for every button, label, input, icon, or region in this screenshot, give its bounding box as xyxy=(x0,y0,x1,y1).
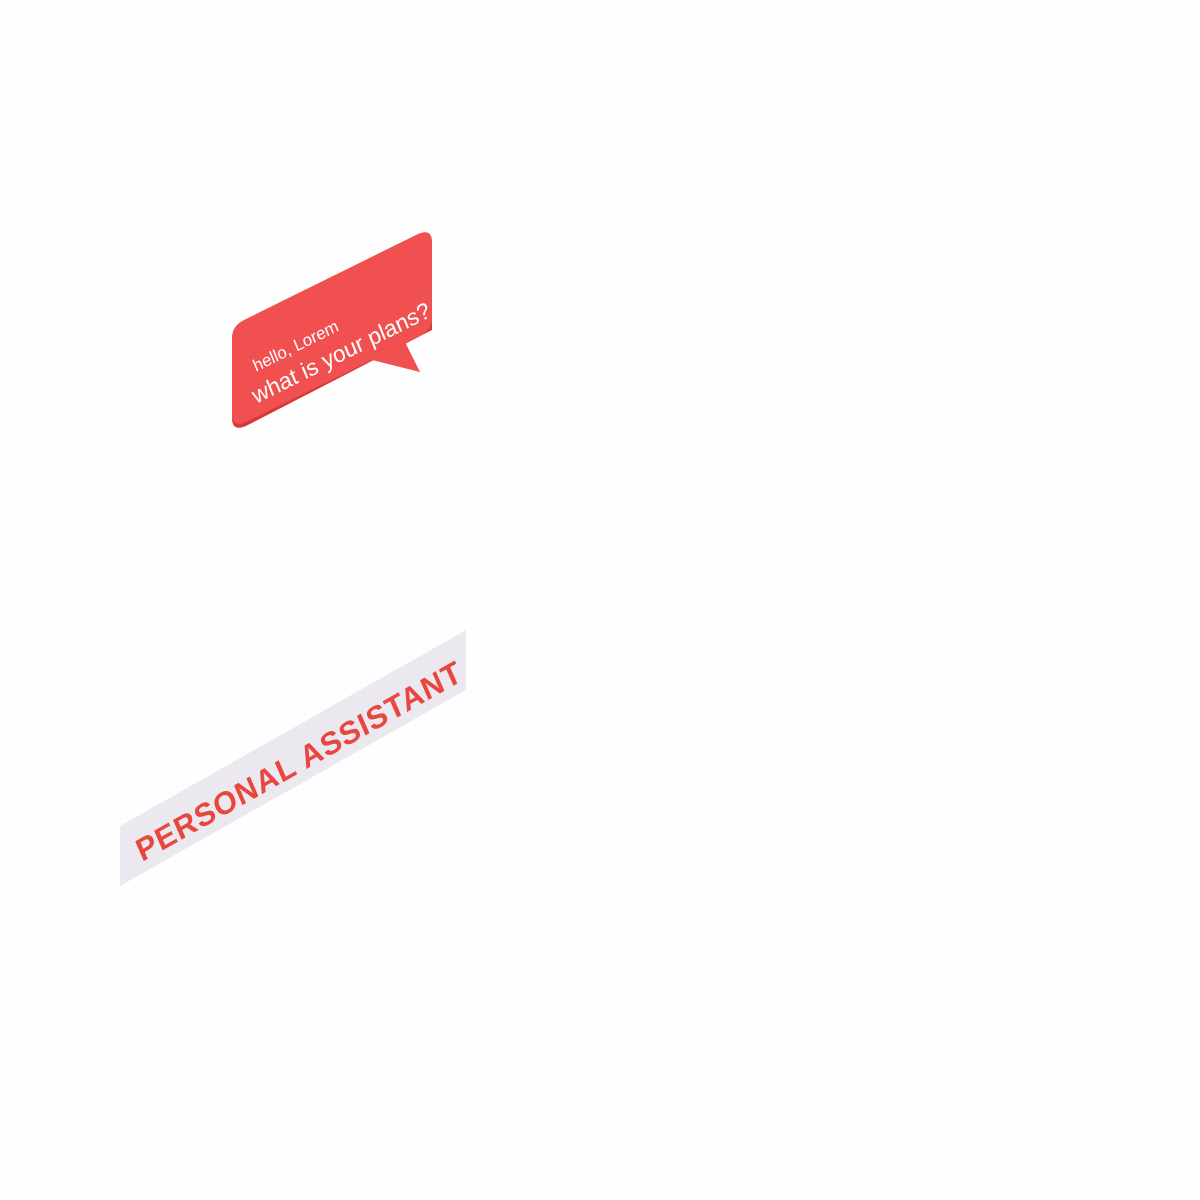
speech-bubble: hello, Lorem what is your plans? xyxy=(232,232,434,428)
speech-bubble-face xyxy=(232,232,432,424)
speech-bubble-tail xyxy=(368,340,420,372)
personal-assistant-banner: PERSONAL ASSISTANT xyxy=(120,630,467,886)
banner-background xyxy=(120,630,466,886)
banner-label: PERSONAL ASSISTANT xyxy=(131,654,467,869)
